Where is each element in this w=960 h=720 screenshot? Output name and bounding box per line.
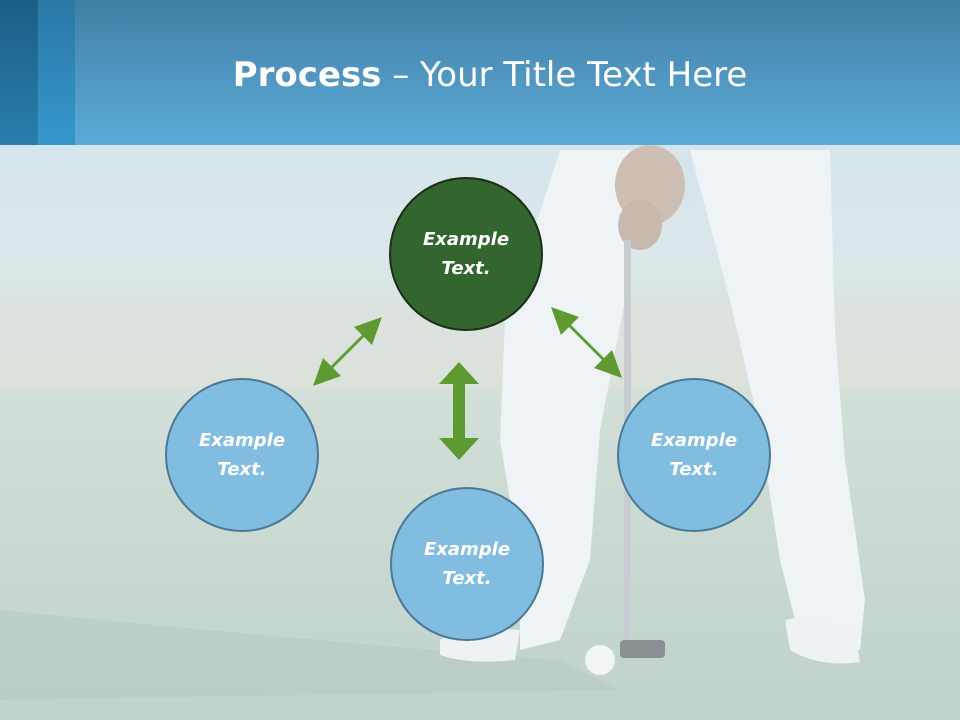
header-accent-strip: [0, 0, 38, 145]
header-accent-strip: [38, 0, 75, 145]
title-bold-part: Process: [232, 55, 382, 95]
title-rest-part: – Your Title Text Here: [381, 55, 748, 95]
process-node-left[interactable]: Example Text.: [165, 378, 319, 532]
slide-title[interactable]: Process – Your Title Text Here: [75, 50, 905, 100]
process-node-bottom[interactable]: Example Text.: [390, 487, 544, 641]
double-arrow-center-left[interactable]: [313, 317, 382, 386]
double-arrow-center-right[interactable]: [551, 307, 622, 378]
process-node-left-label: Example Text.: [198, 430, 286, 480]
process-node-right[interactable]: Example Text.: [617, 378, 771, 532]
process-node-top-label: Example Text.: [422, 229, 510, 279]
double-arrow-center-bottom[interactable]: [439, 362, 479, 460]
process-node-right-label: Example Text.: [650, 430, 738, 480]
title-bar: Process – Your Title Text Here: [0, 0, 960, 145]
process-node-top[interactable]: Example Text.: [389, 177, 543, 331]
process-node-bottom-label: Example Text.: [423, 539, 511, 589]
